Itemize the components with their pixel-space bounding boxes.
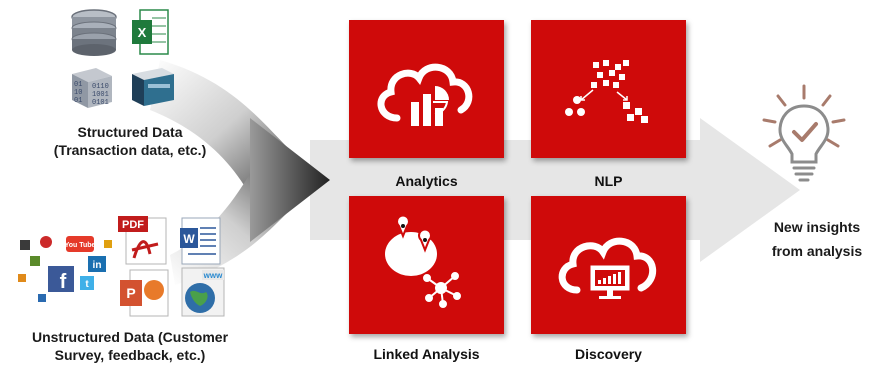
excel-file-icon: X (130, 8, 170, 61)
discovery-tile (531, 196, 686, 334)
pdf-file-icon: PDF (116, 214, 172, 271)
web-globe-file-icon: www (176, 266, 230, 323)
nlp-label: NLP (594, 173, 623, 189)
analytics-label: Analytics (395, 173, 458, 189)
linkedin-badge: in (93, 260, 102, 271)
structured-data-label: Structured Data (Transaction data, etc.) (40, 123, 220, 159)
unstructured-data-title: Unstructured Data (Customer (31, 329, 229, 345)
svg-text:1001: 1001 (92, 91, 109, 99)
social-media-cluster-icon: You Tube in f t (12, 228, 120, 313)
plus-icon (20, 240, 30, 250)
linked-analysis-tile (349, 196, 504, 334)
cloud-analytics-icon (377, 63, 473, 126)
outcome-label: New insights from analysis (752, 218, 882, 260)
pinterest-icon (40, 236, 52, 248)
word-badge: W (183, 232, 195, 246)
structured-data-subtitle: (Transaction data, etc.) (53, 142, 207, 158)
unstructured-data-label: Unstructured Data (Customer Survey, feed… (0, 328, 260, 364)
outcome-line2: from analysis (771, 243, 863, 259)
structured-data-title: Structured Data (77, 124, 183, 140)
facebook-badge: f (60, 271, 67, 293)
svg-text:10: 10 (74, 89, 82, 97)
svg-text:01: 01 (74, 81, 82, 89)
nlp-network-icon (565, 60, 648, 123)
merge-arrow-head (250, 118, 330, 242)
svg-text:0101: 0101 (92, 99, 109, 107)
facebook-icon (48, 266, 74, 292)
discovery-label: Discovery (575, 346, 642, 362)
twitter-icon (80, 276, 94, 290)
linkedin-icon (88, 256, 106, 272)
unstructured-data-subtitle: Survey, feedback, etc.) (54, 347, 206, 363)
www-badge: www (203, 271, 223, 280)
powerpoint-badge: P (126, 285, 135, 301)
word-file-icon: W (176, 214, 226, 271)
powerpoint-file-icon: P (116, 268, 172, 323)
database-icon (68, 8, 120, 65)
lightbulb-check-icon (758, 82, 850, 199)
excel-badge: X (138, 25, 147, 40)
youtube-badge: You Tube (65, 242, 96, 249)
nlp-tile (531, 20, 686, 158)
server-drive-icon (128, 66, 178, 115)
youtube-icon (66, 236, 94, 252)
linked-nodes-icon (385, 214, 461, 308)
analytics-tile (349, 20, 504, 158)
twitter-badge: t (85, 279, 89, 290)
pdf-badge: PDF (122, 219, 144, 231)
cloud-monitor-icon (558, 237, 657, 299)
linked-analysis-label: Linked Analysis (373, 346, 480, 362)
svg-text:0110: 0110 (92, 83, 109, 91)
outcome-line1: New insights (773, 219, 861, 235)
svg-text:01: 01 (74, 97, 82, 105)
